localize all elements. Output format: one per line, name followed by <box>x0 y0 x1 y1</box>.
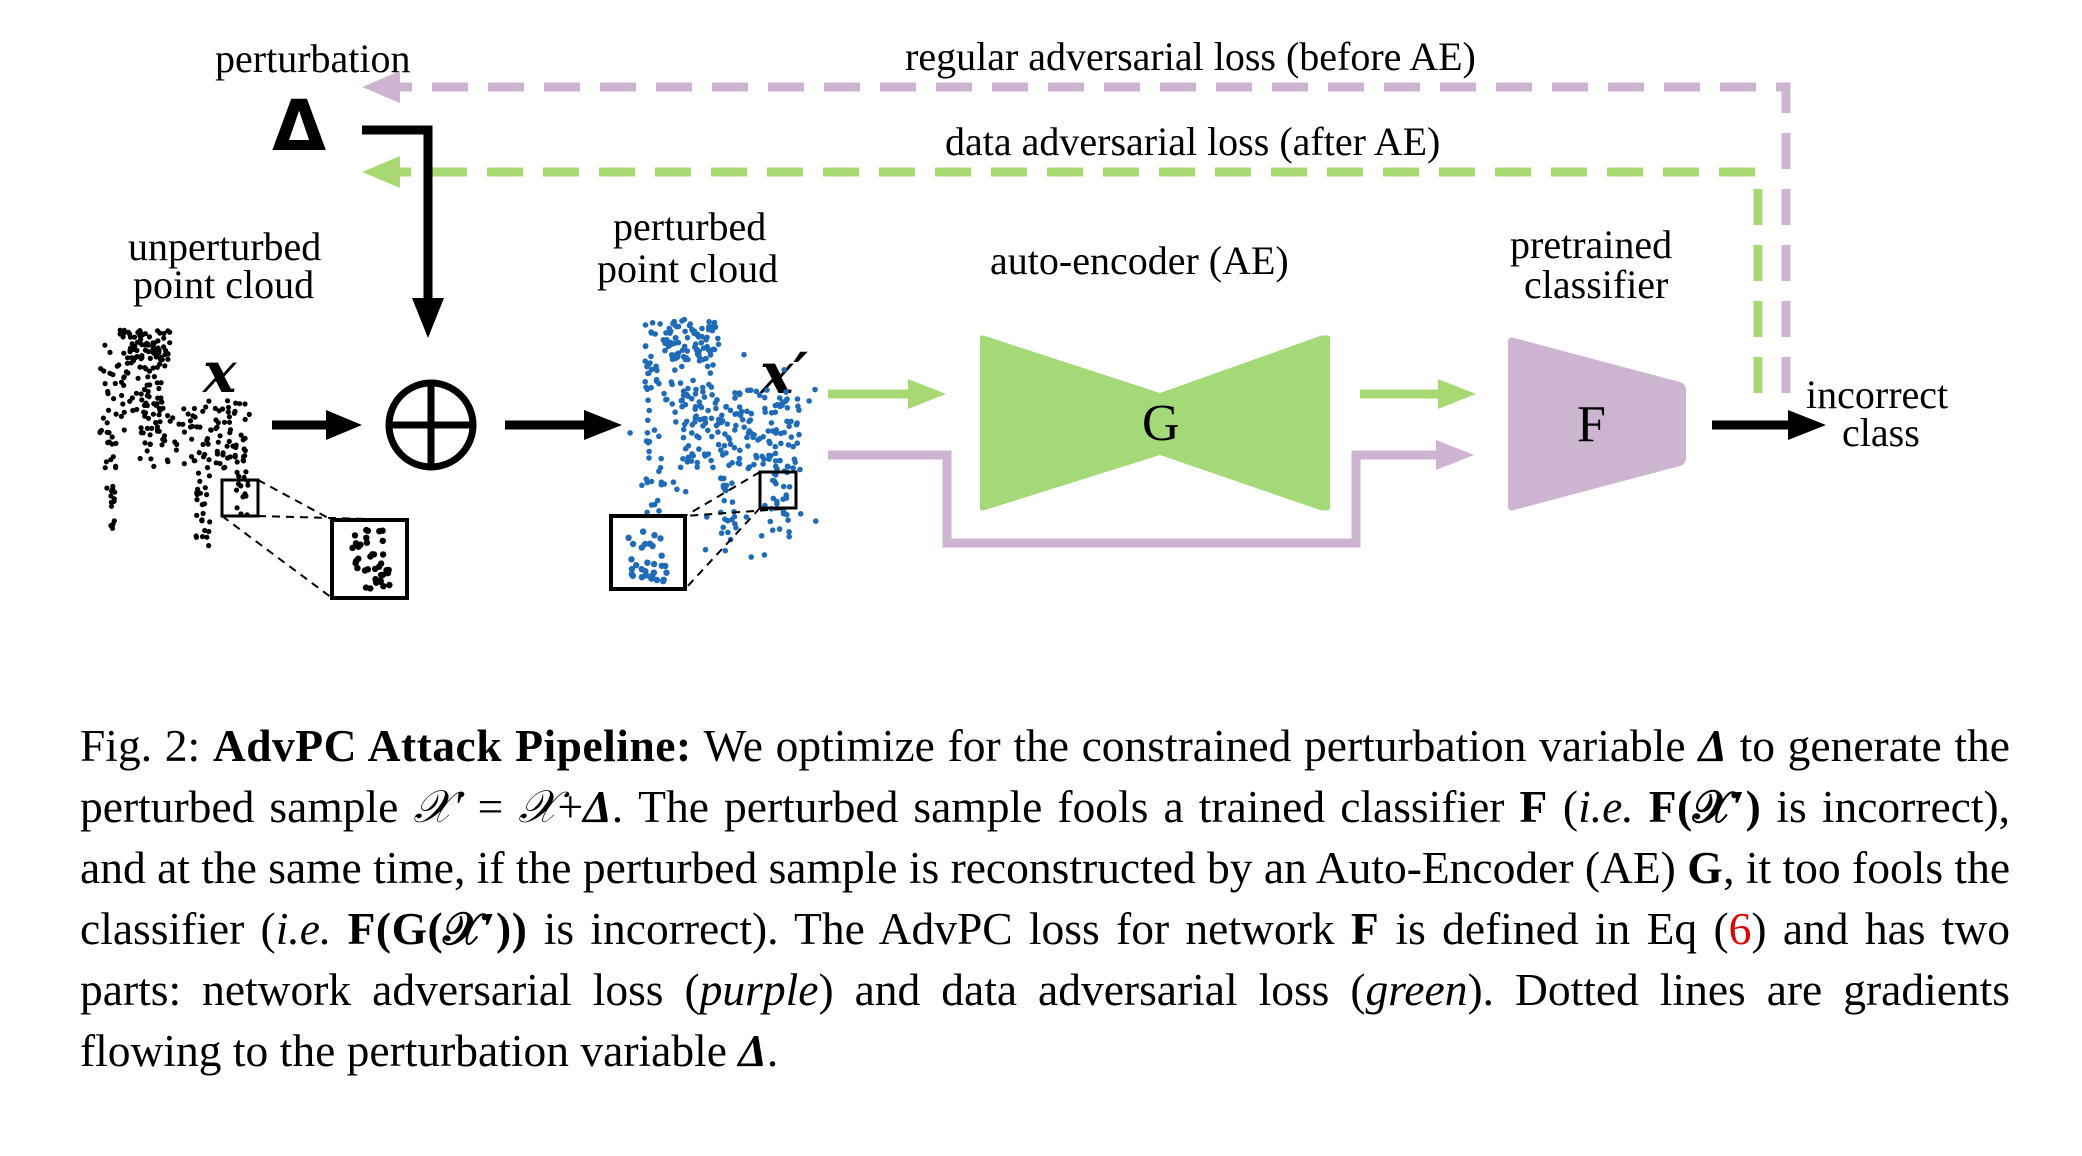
caption-text-1a: We optimize for the constrained perturba… <box>703 720 1686 771</box>
caption-period: . <box>766 1025 779 1076</box>
zoom-box-unperturbed <box>220 478 409 600</box>
caption-F-of-xprime: F(𝒳′) <box>1648 781 1762 832</box>
caption-green-word: green <box>1365 964 1468 1015</box>
caption-title: AdvPC Attack Pipeline: <box>212 720 692 771</box>
perturbed-chair-point-cloud-icon <box>627 316 819 560</box>
f-label: F <box>1577 396 1606 453</box>
caption-G: G <box>1687 842 1724 893</box>
zoom-box-perturbed <box>609 470 798 591</box>
caption-eq-x: 𝒳 <box>518 781 558 832</box>
circle-plus-icon <box>385 379 477 471</box>
caption-text-1c: . The perturbed sample fools a trained c… <box>611 781 1505 832</box>
bowtie-autoencoder-icon: G <box>980 335 1330 511</box>
perturbed-label-line1: perturbed <box>613 204 766 249</box>
unperturbed-label-line1: unperturbed <box>128 224 321 269</box>
ae-bypass-path <box>828 440 1474 548</box>
caption-text-2b: , it too fools the classifier ( <box>80 842 2011 954</box>
caption-eq-delta: Δ <box>583 781 612 832</box>
x-to-plus-arrow <box>272 410 362 440</box>
caption-delta-1: Δ <box>1698 720 1727 771</box>
caption-text-3e: ). Dotted lines are gradients flowing to… <box>80 964 2011 1076</box>
ae-to-classifier-arrow <box>1360 379 1476 409</box>
caption-text-1b: to generate the perturbed sample <box>80 720 2011 832</box>
caption-eq-plus: + <box>557 781 584 832</box>
output-label-line2: class <box>1842 410 1920 455</box>
regular-loss-gradient-path <box>362 71 1791 393</box>
caption-text-3d: ) and data adversarial loss ( <box>818 964 1366 1015</box>
caption-text-3c: ) and has two parts: network adversarial… <box>80 903 2011 1015</box>
perturbation-label: perturbation <box>215 36 411 81</box>
caption-eq-ref-link[interactable]: 6 <box>1728 903 1752 954</box>
plus-to-perturbed-arrow <box>505 410 622 440</box>
delta-to-plus-arrow <box>362 125 444 338</box>
chair-point-cloud-icon <box>97 327 252 549</box>
caption-eq-lhs: 𝒳′ <box>413 781 463 832</box>
purple-arrowhead-icon <box>362 71 400 103</box>
caption-eq-equals: = <box>477 781 504 832</box>
caption-text-2a: is incorrect), and at the same time, if … <box>80 781 2011 893</box>
trapezoid-classifier-icon: F <box>1508 337 1686 511</box>
caption-ie-2: i.e. <box>275 903 332 954</box>
classifier-label-line1: pretrained <box>1510 222 1672 267</box>
ae-label: auto-encoder (AE) <box>990 238 1289 283</box>
caption-paren-open: ( <box>1562 781 1579 832</box>
pipeline-figure: perturbation Δ regular adversarial loss … <box>97 34 1948 600</box>
green-arrowhead-icon <box>362 156 400 188</box>
output-label-line1: incorrect <box>1806 372 1948 417</box>
data-loss-gradient-path <box>362 156 1763 393</box>
perturbed-label-line2: point cloud <box>597 246 778 291</box>
caption-purple-word: purple <box>699 964 819 1015</box>
perturbed-to-ae-arrow <box>828 379 946 409</box>
caption-delta-2: Δ <box>738 1025 767 1076</box>
caption-F-1: F <box>1519 781 1548 832</box>
caption-text-3b: is defined in Eq ( <box>1395 903 1729 954</box>
unperturbed-label-line2: point cloud <box>133 262 314 307</box>
delta-symbol: Δ <box>272 85 326 167</box>
x-symbol: x <box>202 340 237 406</box>
data-loss-label: data adversarial loss (after AE) <box>945 119 1440 164</box>
caption-ie-1: i.e. <box>1578 781 1634 832</box>
g-label: G <box>1142 395 1180 452</box>
classifier-to-output-arrow <box>1712 410 1826 440</box>
x-prime-symbol: x′ <box>759 341 808 407</box>
caption-FG: F(G(𝒳′)) <box>347 903 528 954</box>
caption-fig-label: Fig. 2: <box>80 720 201 771</box>
caption-F-2: F <box>1350 903 1380 954</box>
figure-caption: Fig. 2: AdvPC Attack Pipeline: We optimi… <box>80 715 2010 1081</box>
regular-loss-label: regular adversarial loss (before AE) <box>905 34 1476 79</box>
classifier-label-line2: classifier <box>1524 262 1668 307</box>
caption-text-3a: is incorrect). The AdvPC loss for networ… <box>543 903 1335 954</box>
